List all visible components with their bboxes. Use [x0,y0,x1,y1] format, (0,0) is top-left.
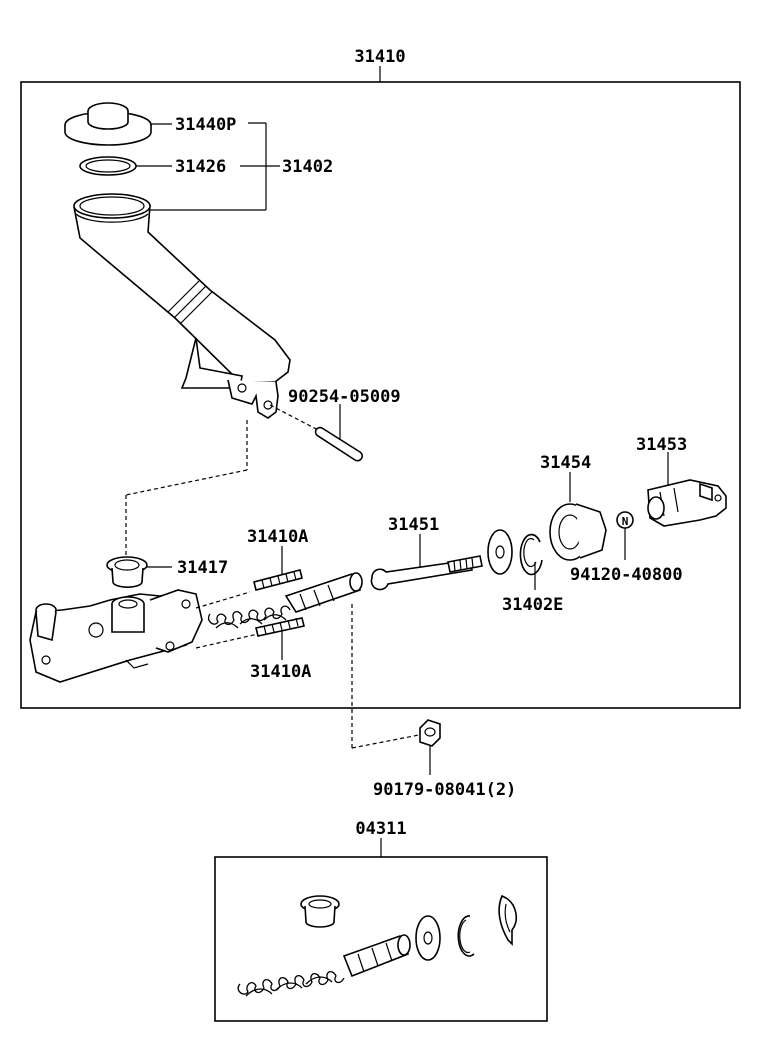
svg-text:N: N [622,515,629,528]
nut-part-number: 94120-40800 [570,565,683,585]
piston-spring-assembly[interactable] [207,572,363,629]
clevis[interactable] [647,479,727,527]
kit-washer[interactable] [415,915,441,961]
reservoir-part-number: 31402 [282,157,333,177]
nut-marker[interactable]: N [616,511,634,529]
kit-piston-spring[interactable] [237,934,411,997]
stud-lower[interactable] [255,617,305,637]
pin-part-number: 90254-05009 [288,387,401,407]
snap-ring[interactable] [519,533,543,576]
kit-grommet[interactable] [300,895,340,928]
kit-frame [214,856,548,1022]
kit-number-label: 04311 [355,819,406,839]
boot[interactable] [549,503,607,561]
stud-upper-part-number: 31410A [247,527,308,547]
boot-part-number: 31454 [540,453,591,473]
master-cylinder-body[interactable] [29,589,203,683]
stud-lower-part-number: 31410A [250,662,311,682]
pin[interactable] [314,426,364,462]
kit-snap-ring[interactable] [457,915,475,957]
snap-ring-part-number: 31402E [502,595,563,615]
stud-upper[interactable] [253,569,303,591]
kit-clip[interactable] [498,894,518,946]
nut-quantity-part-number: 90179-08041(2) [373,780,516,800]
cap-part-number: 31440P [175,115,236,135]
push-rod[interactable] [370,555,483,591]
clevis-part-number: 31453 [636,435,687,455]
flat-washer[interactable] [487,529,513,575]
seal-ring[interactable] [79,156,137,176]
nut[interactable] [419,719,441,747]
reservoir-tank[interactable] [73,193,291,419]
grommet[interactable] [106,556,148,588]
seal-ring-part-number: 31426 [175,157,226,177]
push-rod-part-number: 31451 [388,515,439,535]
assembly-frame [20,81,741,709]
assembly-number-label: 31410 [354,47,405,67]
reservoir-cap[interactable] [64,102,152,146]
grommet-part-number: 31417 [177,558,228,578]
